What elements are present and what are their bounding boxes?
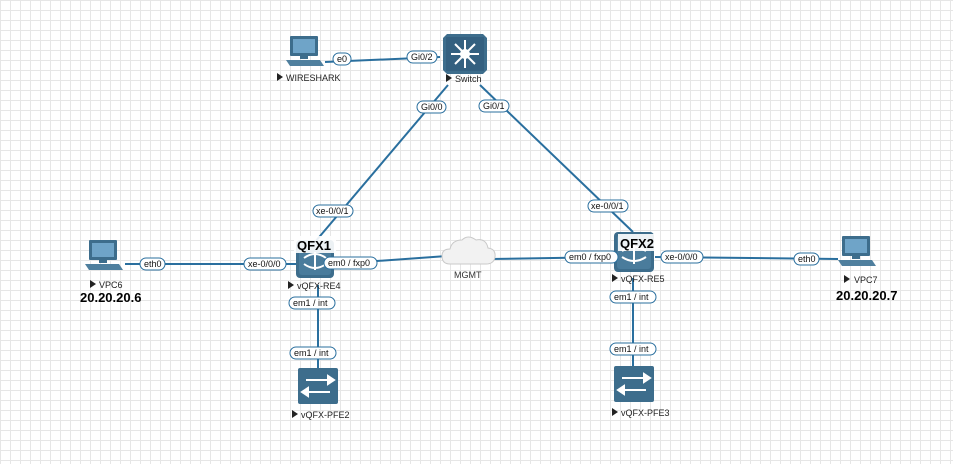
node-re4[interactable]: QFX1 vQFX-RE4 (288, 236, 341, 291)
host-ip-vpc7: 20.20.20.7 (836, 288, 897, 303)
port-label-vpc7-eth0: eth0 (793, 252, 820, 266)
qfx-tag-re5: QFX2 (620, 236, 654, 251)
switch-icon (443, 34, 487, 74)
svg-text:em1 / int: em1 / int (294, 348, 329, 358)
port-label-vpc6-eth0: eth0 (139, 257, 166, 271)
node-label-wireshark: WIRESHARK (286, 73, 341, 83)
port-label-re5-xe000: xe-0/0/0 (660, 250, 704, 264)
svg-text:xe-0/0/0: xe-0/0/0 (665, 252, 698, 262)
port-label-switch-gi02: Gi0/2 (406, 50, 438, 64)
node-re5[interactable]: QFX2 vQFX-RE5 (612, 232, 665, 284)
node-label-pfe2: vQFX-PFE2 (301, 410, 350, 420)
port-label-wireshark-e0: e0 (332, 52, 352, 66)
node-pfe2[interactable]: vQFX-PFE2 (292, 368, 350, 420)
l2-switch-icon (298, 368, 338, 404)
node-label-mgmt: MGMT (454, 270, 482, 280)
svg-text:em0 / fxp0: em0 / fxp0 (569, 252, 611, 262)
svg-text:em1 / int: em1 / int (614, 344, 649, 354)
cloud-icon (441, 236, 496, 265)
node-label-pfe3: vQFX-PFE3 (621, 408, 670, 418)
pc-icon (85, 240, 123, 270)
svg-text:Gi0/1: Gi0/1 (483, 101, 505, 111)
node-mgmt[interactable]: MGMT (441, 236, 496, 280)
node-wireshark[interactable]: WIRESHARK (277, 36, 341, 83)
svg-text:em0 / fxp0: em0 / fxp0 (328, 258, 370, 268)
port-label-re4-em0: em0 / fxp0 (323, 256, 378, 270)
port-label-pfe2-em1: em1 / int (289, 346, 337, 360)
node-label-switch: Switch (455, 74, 482, 84)
port-label-re4-em1: em1 / int (288, 296, 336, 310)
pc-icon (286, 36, 324, 66)
svg-text:xe-0/0/1: xe-0/0/1 (316, 206, 349, 216)
svg-text:xe-0/0/1: xe-0/0/1 (591, 201, 624, 211)
port-label-re5-xe001: xe-0/0/1 (587, 199, 629, 213)
svg-text:e0: e0 (337, 54, 347, 64)
port-label-re4-xe000: xe-0/0/0 (243, 257, 287, 271)
port-label-re4-xe001: xe-0/0/1 (312, 204, 354, 218)
node-switch[interactable]: Switch (443, 34, 487, 84)
node-label-re5: vQFX-RE5 (621, 274, 665, 284)
svg-text:eth0: eth0 (798, 254, 816, 264)
qfx-tag-re4: QFX1 (297, 238, 331, 253)
port-label-switch-gi00: Gi0/0 (416, 100, 447, 114)
svg-text:Gi0/0: Gi0/0 (421, 102, 443, 112)
port-label-switch-gi01: Gi0/1 (478, 99, 510, 113)
node-vpc6[interactable]: VPC6 20.20.20.6 (80, 240, 141, 305)
l2-switch-icon (614, 366, 654, 402)
svg-text:eth0: eth0 (144, 259, 162, 269)
node-label-vpc6: VPC6 (99, 280, 123, 290)
port-labels: e0 Gi0/2 Gi0/0 Gi0/1 xe-0/0/1 xe-0/0/1 e… (139, 50, 820, 360)
port-label-re5-em0: em0 / fxp0 (564, 250, 619, 264)
port-label-pfe3-em1: em1 / int (609, 342, 657, 356)
node-label-vpc7: VPC7 (854, 275, 878, 285)
node-vpc7[interactable]: VPC7 20.20.20.7 (836, 236, 897, 303)
svg-text:Gi0/2: Gi0/2 (411, 52, 433, 62)
svg-text:xe-0/0/0: xe-0/0/0 (248, 259, 281, 269)
port-label-re5-em1: em1 / int (609, 290, 657, 304)
host-ip-vpc6: 20.20.20.6 (80, 290, 141, 305)
pc-icon (838, 236, 876, 266)
node-label-re4: vQFX-RE4 (297, 281, 341, 291)
svg-text:em1 / int: em1 / int (293, 298, 328, 308)
node-pfe3[interactable]: vQFX-PFE3 (612, 366, 670, 418)
svg-text:em1 / int: em1 / int (614, 292, 649, 302)
